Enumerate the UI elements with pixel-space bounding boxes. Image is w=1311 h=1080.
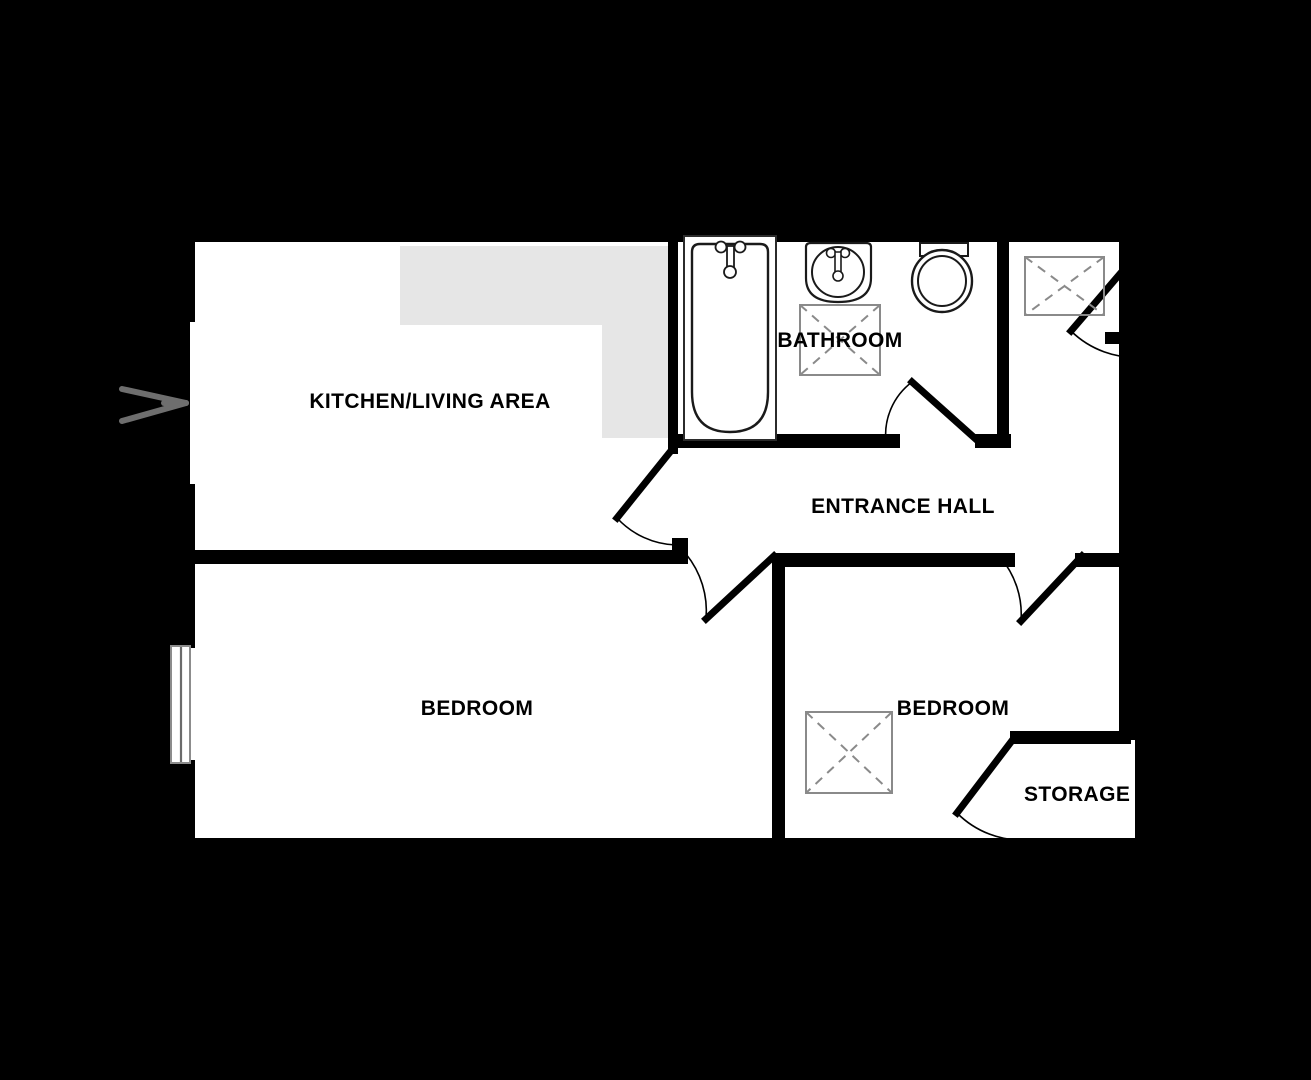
cupboard-hall — [1024, 256, 1105, 316]
bath-drain — [723, 265, 737, 279]
wash-basin — [804, 241, 873, 304]
wall-kitchen-door-jamb — [672, 538, 688, 564]
wall-left-upper — [182, 232, 195, 322]
cupboard-bathroom — [799, 304, 881, 376]
wall-kitchen-bedroom — [182, 550, 687, 564]
room-label-storage: STORAGE — [1024, 783, 1130, 806]
wall-bathroom-right — [997, 240, 1009, 440]
kitchen-door-leaf — [612, 447, 675, 523]
cupboard-hall-box — [1024, 256, 1105, 316]
walls — [182, 232, 1145, 850]
bathroom-door-leaf — [907, 377, 983, 446]
bedroom-right-door-arc — [999, 556, 1023, 622]
wall-top-outer — [182, 232, 1010, 242]
bedroom-right-door-leaf — [1016, 551, 1087, 626]
room-label-kitchen-living: KITCHEN/LIVING AREA — [309, 390, 550, 413]
room-label-bedroom-right: BEDROOM — [897, 697, 1009, 720]
bathroom-door-arc — [884, 381, 913, 443]
cupboard-bedroom-right-box — [805, 711, 893, 794]
basin-tap-left — [825, 247, 837, 259]
bedroom-left-floor — [190, 560, 775, 838]
bath-tap-left — [714, 240, 728, 254]
wall-left-bed-upper — [182, 560, 195, 648]
wall-bedroom-divider — [772, 553, 785, 845]
windows — [119, 386, 191, 764]
cupboards — [799, 256, 1105, 794]
doors — [612, 256, 1144, 841]
basin-tap-right — [839, 247, 851, 259]
wall-storage-top — [1010, 731, 1131, 744]
room-label-entrance-hall: ENTRANCE HALL — [811, 495, 995, 518]
cupboard-hall-cross — [1024, 256, 1105, 316]
kitchen-door-arc — [616, 517, 677, 546]
basin-spout — [834, 251, 842, 273]
wall-hall-bedroom-right-stub — [1075, 553, 1131, 567]
toilet-bowl-inner — [917, 255, 967, 307]
cupboard-bathroom-box — [799, 304, 881, 376]
wall-right-lower — [1119, 565, 1131, 735]
storage-door-leaf — [952, 733, 1019, 818]
bedroom-left-door-leaf — [701, 551, 779, 624]
bath-tub-inner — [690, 242, 770, 434]
toilet — [910, 242, 974, 314]
wall-hall-door-jamb — [1105, 332, 1145, 344]
room-label-bedroom-left: BEDROOM — [421, 697, 533, 720]
bath-spout — [726, 245, 735, 269]
bath-tap-right — [733, 240, 747, 254]
wall-hall-right-lower — [1119, 360, 1131, 565]
wall-top-outer-right — [1005, 232, 1131, 242]
bedroom-left-door-arc — [685, 553, 708, 620]
window-kitchen-arrow — [119, 386, 189, 424]
storage-door-arc — [956, 812, 1029, 841]
wall-hall-bedroom-right — [775, 553, 1015, 567]
bath-tub — [683, 235, 777, 441]
wall-left-bed-lower — [182, 760, 195, 845]
wall-kitchen-bathroom — [668, 232, 678, 454]
cupboard-bedroom-right — [805, 711, 893, 794]
entrance-door-leaf — [1066, 256, 1136, 336]
room-label-bathroom: BATHROOM — [777, 329, 902, 352]
basin-drain — [832, 270, 844, 282]
entrance-door-arc — [1070, 330, 1144, 359]
kitchen-counter — [400, 246, 675, 438]
storage-floor — [1010, 740, 1135, 838]
cupboard-bathroom-cross — [799, 304, 881, 376]
wall-bottom-outer — [182, 838, 1131, 850]
cupboard-bedroom-right-cross — [805, 711, 893, 794]
